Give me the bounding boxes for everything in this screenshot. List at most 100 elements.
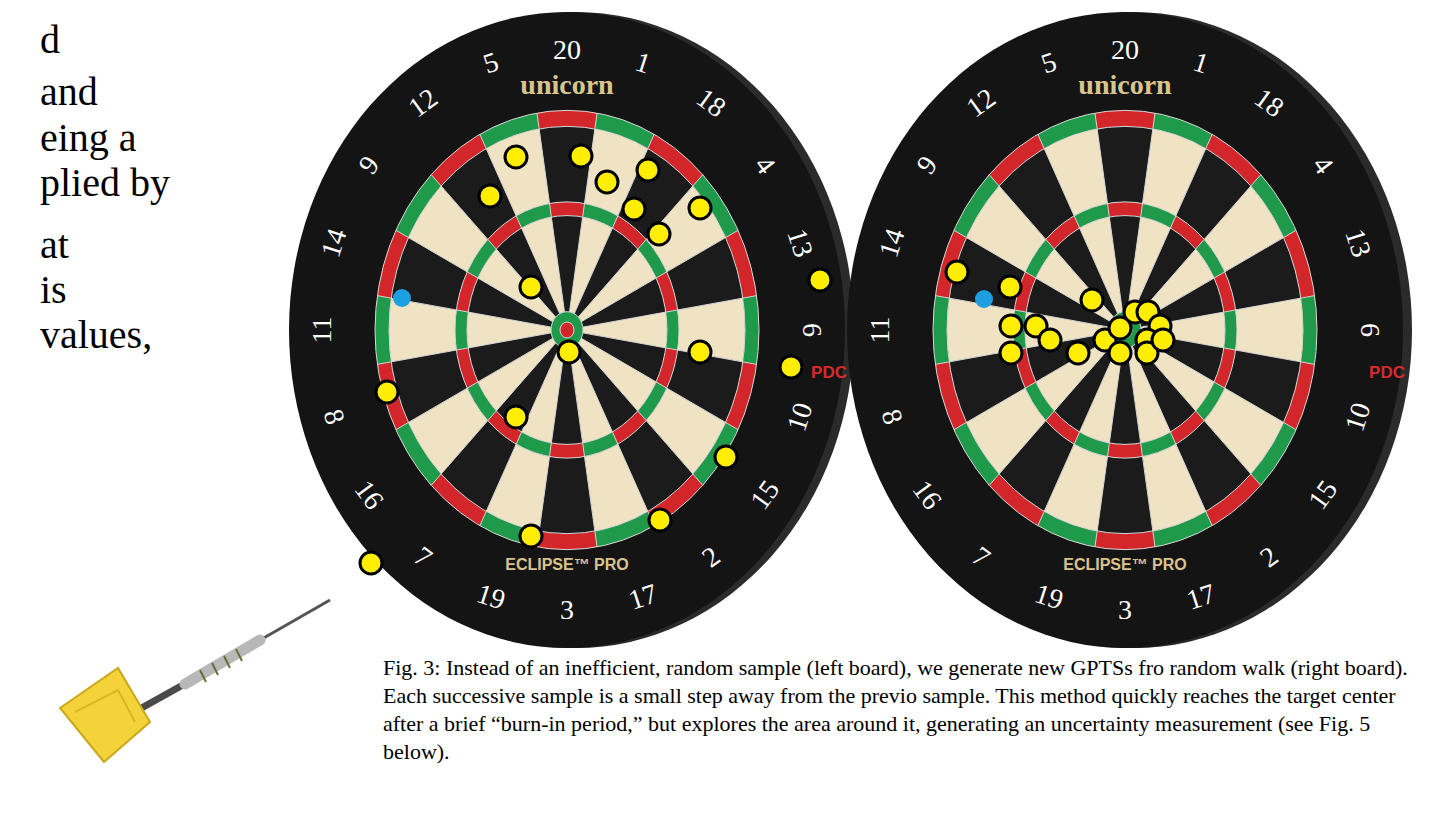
board-number: 20 <box>1111 36 1139 64</box>
body-text-fragment: values, <box>40 315 152 355</box>
body-text-fragment: at <box>40 225 69 265</box>
board-rim <box>847 12 1403 648</box>
dart-hit <box>376 381 398 403</box>
board-segment <box>666 310 679 350</box>
board-segment <box>954 175 999 238</box>
dart-hit <box>520 525 542 547</box>
dart-hit <box>780 356 802 378</box>
board-number: 20 <box>553 36 581 64</box>
board-segment <box>396 175 441 238</box>
logo-text: PDC <box>1369 364 1405 381</box>
board-segment <box>1224 310 1237 350</box>
dart-hit <box>1039 329 1061 351</box>
dart-hit <box>520 276 542 298</box>
board-wire <box>570 113 598 312</box>
board-wire <box>583 296 757 327</box>
body-text-fragment: eing a <box>40 118 137 158</box>
board-number: 11 <box>308 317 336 344</box>
board-segment <box>1206 134 1261 186</box>
dart-hit <box>649 509 671 531</box>
board-number: 6 <box>1356 323 1384 337</box>
board-segment <box>1107 202 1142 217</box>
dart-hit <box>999 276 1021 298</box>
dart-flight-edge <box>75 690 135 722</box>
dart-hit <box>809 269 831 291</box>
target-point <box>393 289 411 307</box>
board-number: 11 <box>866 317 894 344</box>
board-segment <box>431 474 486 526</box>
board-number: 6 <box>798 323 826 337</box>
dart-hit <box>689 197 711 219</box>
board-wire <box>1136 343 1260 485</box>
dartboard <box>847 12 1412 648</box>
figure-caption: Fig. 3: Instead of an inefficient, rando… <box>383 654 1423 766</box>
board-segment <box>693 422 738 485</box>
dart-hit <box>946 261 968 283</box>
board-wire <box>1095 348 1123 547</box>
board-wire <box>578 343 702 485</box>
dart-hit <box>570 145 592 167</box>
dart-hit <box>1000 315 1022 337</box>
board-segment <box>431 134 486 186</box>
board-segment <box>954 422 999 485</box>
board-wire <box>537 348 565 547</box>
board-wire <box>431 175 555 317</box>
board-wire <box>578 175 702 317</box>
dart-hit <box>558 341 580 363</box>
dart-hit <box>1081 289 1103 311</box>
board-wire <box>1139 230 1296 321</box>
board-face <box>289 12 845 648</box>
dart-hit <box>623 198 645 220</box>
board-segment <box>989 474 1044 526</box>
dart-hit <box>1000 342 1022 364</box>
dart-hit <box>596 171 618 193</box>
board-segment <box>455 310 468 350</box>
board-rim <box>289 12 845 648</box>
board-segment <box>1107 443 1142 458</box>
body-text-fragment: and <box>40 72 98 112</box>
board-segment <box>1251 422 1296 485</box>
board-wire <box>574 346 654 525</box>
board-wire <box>1038 134 1118 313</box>
board-segment <box>1206 474 1261 526</box>
dart-flight <box>60 668 150 762</box>
dart-hit <box>637 159 659 181</box>
dart-hit <box>715 446 737 468</box>
board-segment <box>1251 175 1296 238</box>
dartboard <box>289 12 854 648</box>
body-text-fragment: is <box>40 270 67 310</box>
board-wire <box>1132 134 1212 313</box>
dart-hit <box>505 406 527 428</box>
board-wire <box>954 338 1111 429</box>
board-wire <box>396 338 553 429</box>
board-wire <box>1128 113 1156 312</box>
dart-hit <box>1152 329 1174 351</box>
board-wire <box>989 175 1113 317</box>
board-wire <box>431 343 555 485</box>
board-wire <box>583 333 757 364</box>
model-name: ECLIPSE™ PRO <box>1063 557 1187 573</box>
model-name: ECLIPSE™ PRO <box>505 557 629 573</box>
board-wire <box>947 126 1303 533</box>
board-segment <box>549 443 584 458</box>
board-wire <box>570 348 598 547</box>
dart-grip <box>224 656 230 668</box>
board-wire <box>1038 346 1118 525</box>
dart-hit <box>648 223 670 245</box>
board-wire <box>989 343 1113 485</box>
dart-hit <box>1067 342 1089 364</box>
board-wire <box>480 346 560 525</box>
board-wire <box>480 134 560 313</box>
body-text-fragment: d <box>40 20 60 60</box>
body-text-fragment: plied by <box>40 163 170 203</box>
board-segment <box>549 202 584 217</box>
dart-grip <box>236 649 242 661</box>
board-number: 3 <box>1118 596 1132 624</box>
board-wire <box>375 110 759 549</box>
dart-hit <box>1109 342 1131 364</box>
board-wire <box>935 333 1109 364</box>
board-wire <box>1136 175 1260 317</box>
logo-text: PDC <box>811 364 847 381</box>
board-wire <box>560 322 574 338</box>
dart-barrel <box>185 640 260 684</box>
